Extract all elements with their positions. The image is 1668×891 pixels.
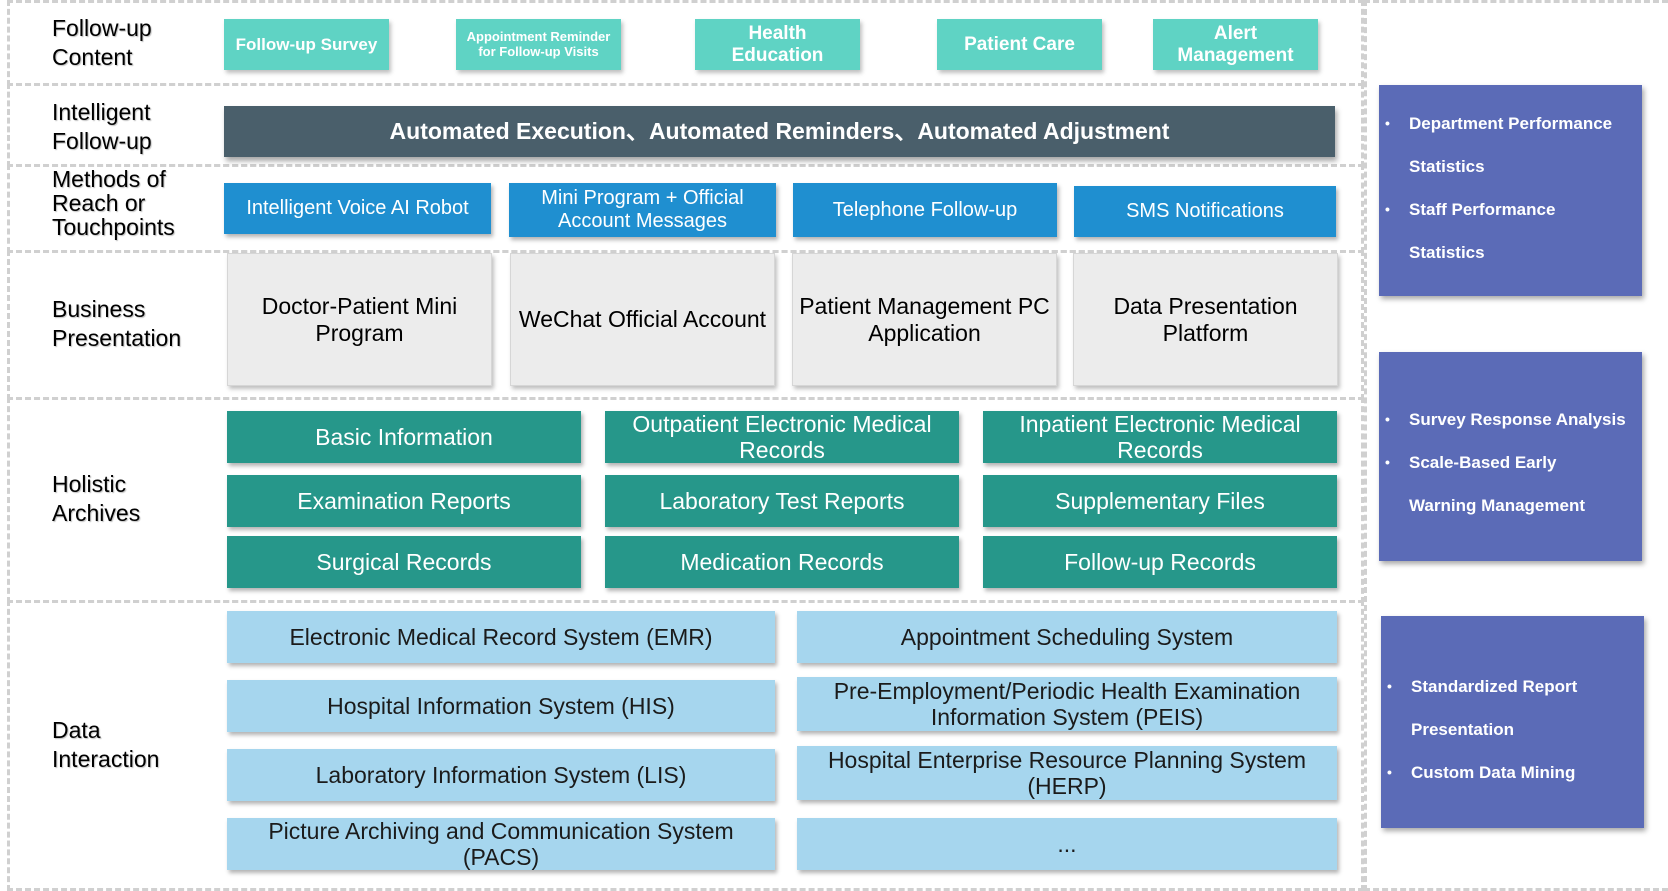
- automation-banner: Automated Execution、Automated Reminders、…: [224, 106, 1335, 157]
- method-voice-ai: Intelligent Voice AI Robot: [224, 183, 491, 234]
- panel-item: Statistics: [1409, 243, 1485, 262]
- system-more: ...: [797, 818, 1337, 870]
- archive-lab-reports: Laboratory Test Reports: [605, 475, 959, 527]
- business-pc-app: Patient Management PC Application: [792, 253, 1057, 386]
- panel-item: Scale-Based Early: [1379, 441, 1642, 484]
- archive-outpatient-emr: Outpatient Electronic Medical Records: [605, 411, 959, 463]
- panel-item: Warning Management: [1409, 496, 1585, 515]
- band-data: [7, 600, 1364, 891]
- system-peis: Pre-Employment/Periodic Health Examinati…: [797, 677, 1337, 731]
- system-lis: Laboratory Information System (LIS): [227, 749, 775, 801]
- business-wechat: WeChat Official Account: [510, 253, 775, 386]
- panel-performance: Department Performance Statistics Staff …: [1379, 85, 1642, 296]
- panel-survey-analysis: Survey Response Analysis Scale-Based Ear…: [1379, 352, 1642, 561]
- system-appointment: Appointment Scheduling System: [797, 611, 1337, 663]
- archive-surgical: Surgical Records: [227, 536, 581, 588]
- business-mini-program: Doctor-Patient Mini Program: [227, 253, 492, 386]
- row-label-intelligent-followup: Intelligent Follow-up: [52, 99, 152, 154]
- method-telephone: Telephone Follow-up: [793, 183, 1057, 237]
- system-herp: Hospital Enterprise Resource Planning Sy…: [797, 746, 1337, 800]
- panel-item: Standardized Report: [1381, 665, 1644, 708]
- panel-item: Statistics: [1409, 157, 1485, 176]
- panel-reports: Standardized Report Presentation Custom …: [1381, 616, 1644, 828]
- archive-basic-info: Basic Information: [227, 411, 581, 463]
- row-label-followup-content: Follow-up Content: [52, 15, 152, 70]
- system-pacs: Picture Archiving and Communication Syst…: [227, 818, 775, 870]
- method-sms: SMS Notifications: [1074, 186, 1336, 237]
- system-emr: Electronic Medical Record System (EMR): [227, 611, 775, 663]
- business-data-platform: Data Presentation Platform: [1073, 253, 1338, 386]
- content-health-education: Health Education: [695, 19, 860, 70]
- content-followup-survey: Follow-up Survey: [224, 19, 389, 70]
- panel-item: Presentation: [1411, 720, 1514, 739]
- right-frame: [1364, 0, 1668, 891]
- archive-exam-reports: Examination Reports: [227, 475, 581, 527]
- panel-item: Survey Response Analysis: [1379, 398, 1642, 441]
- content-alert-management: Alert Management: [1153, 19, 1318, 70]
- method-mini-program: Mini Program + Official Account Messages: [509, 183, 776, 237]
- row-label-business: Business Presentation: [52, 296, 182, 351]
- panel-item: Department Performance: [1379, 102, 1642, 145]
- row-label-holistic: Holistic Archives: [52, 471, 141, 526]
- archive-supplementary: Supplementary Files: [983, 475, 1337, 527]
- panel-item: Custom Data Mining: [1381, 751, 1644, 794]
- archive-medication: Medication Records: [605, 536, 959, 588]
- row-label-data: Data Interaction: [52, 717, 160, 772]
- content-patient-care: Patient Care: [937, 19, 1102, 70]
- archive-inpatient-emr: Inpatient Electronic Medical Records: [983, 411, 1337, 463]
- content-appointment-reminder: Appointment Reminder for Follow-up Visit…: [456, 19, 621, 70]
- row-label-methods: Methods of Reach or Touchpoints: [52, 166, 175, 240]
- archive-followup: Follow-up Records: [983, 536, 1337, 588]
- system-his: Hospital Information System (HIS): [227, 680, 775, 732]
- panel-item: Staff Performance: [1379, 188, 1642, 231]
